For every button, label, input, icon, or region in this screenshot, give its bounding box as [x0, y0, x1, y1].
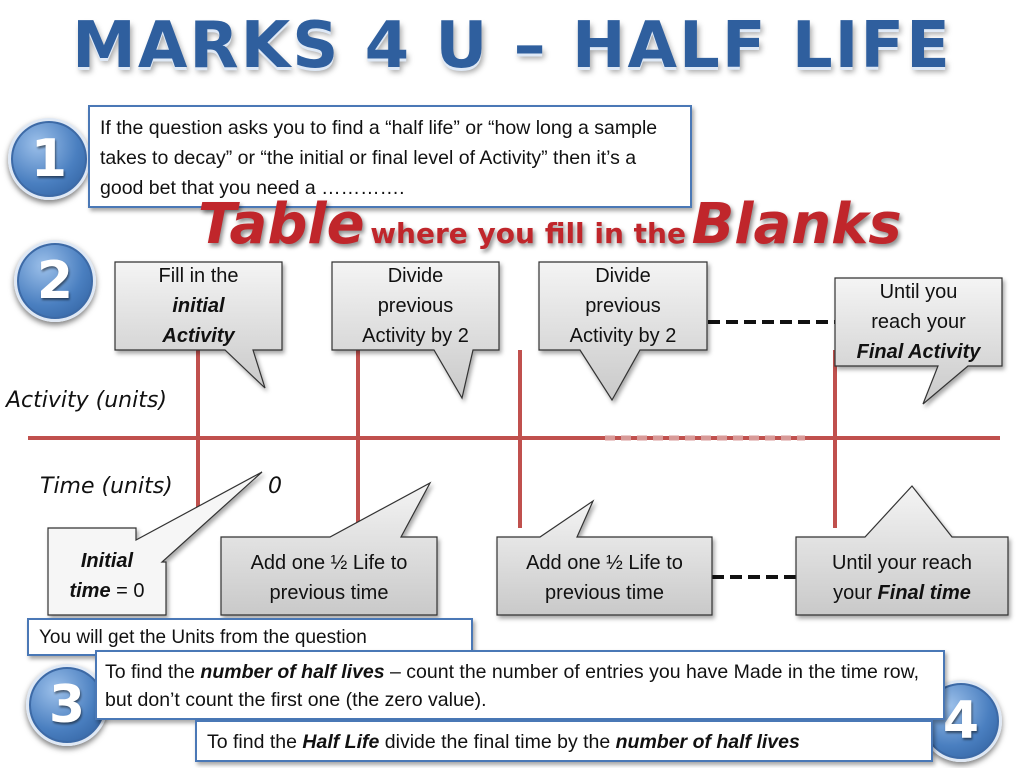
step-3-badge: 3: [26, 664, 108, 746]
step-4-text-box: To find the Half Life divide the final t…: [195, 720, 933, 762]
step-3-bold: number of half lives: [200, 661, 385, 683]
heading-word-blanks: Blanks: [691, 192, 902, 257]
callout-divide1-shape: [331, 261, 500, 400]
step-3-post: – count the number of entries you have M…: [105, 661, 919, 711]
callout-final-activity: Until you reach your Final Activity: [835, 278, 1002, 366]
callout-final-time-shape: [795, 485, 1009, 616]
heading-word-table: Table: [198, 192, 365, 257]
step-1-text: If the question asks you to find a “half…: [100, 117, 658, 199]
callout-initial-time-bold: Initial: [80, 550, 134, 572]
step-4-mid: divide the final time by the: [379, 731, 616, 753]
heading-middle: where you fill in the: [370, 217, 686, 250]
step-4-bold2: number of half lives: [615, 731, 800, 753]
callout-initial-line3: Activity: [162, 325, 235, 347]
callout-final-line1: Until you: [879, 281, 958, 303]
time-axis-label: Time (units): [40, 474, 173, 499]
callout-divide1-line1: Divide: [387, 265, 444, 287]
callout-divide2-line1: Divide: [595, 265, 651, 287]
callout-divide2-shape: [538, 261, 708, 402]
callout-divide2-line3: Activity by 2: [569, 325, 677, 347]
callout-add-half-life-2: Add one ½ Life to previous time: [497, 545, 712, 611]
callout-initial-shape: [114, 261, 283, 389]
callout-add2-line2: previous time: [545, 582, 664, 604]
callout-divide-2: Divide previous Activity by 2: [539, 262, 707, 350]
callout-add1-shape: [220, 481, 438, 616]
activity-axis-label: Activity (units): [6, 388, 167, 413]
time-zero-value: 0: [268, 474, 282, 499]
page-title: MARKS 4 U – HALF LIFE: [72, 9, 952, 83]
step-1-text-box: If the question asks you to find a “half…: [88, 105, 692, 208]
step-1-badge: 1: [8, 118, 90, 200]
callout-initial-time-shape: [47, 471, 263, 616]
callout-final-line3: Final Activity: [856, 341, 981, 363]
callout-divide-1: Divide previous Activity by 2: [332, 262, 499, 350]
callout-initial-activity: Fill in the initial Activity: [115, 262, 282, 350]
callout-initial-time: Initial time = 0: [48, 540, 166, 612]
callout-initial-line2: initial: [172, 295, 225, 317]
callout-final-time-line1: Until your reach: [831, 552, 973, 574]
callout-initial-line1: Fill in the: [158, 265, 239, 287]
step-4-pre: To find the: [207, 731, 303, 753]
callout-initial-time-bold2: time: [69, 580, 111, 602]
step-2-badge: 2: [14, 240, 96, 322]
callout-final-time-bold: Final time: [877, 582, 971, 604]
step-3-text-box: To find the number of half lives – count…: [95, 650, 945, 720]
callout-add-half-life-1: Add one ½ Life to previous time: [221, 545, 437, 611]
table-heading: Table where you fill in the Blanks: [198, 192, 978, 264]
callout-add2-line1: Add one ½ Life to: [526, 552, 683, 574]
callout-initial-time-rest: = 0: [110, 580, 145, 602]
callout-final-time: Until your reach your Final time: [796, 545, 1008, 611]
callout-divide1-line3: Activity by 2: [362, 325, 469, 347]
callout-divide1-line2: previous: [377, 295, 454, 317]
units-note-text: You will get the Units from the question: [39, 627, 367, 648]
callout-final-time-pre: your: [833, 582, 878, 604]
callout-final-line2: reach your: [871, 311, 966, 333]
callout-add2-shape: [496, 499, 713, 616]
callout-final-shape: [834, 277, 1003, 405]
callout-add1-line1: Add one ½ Life to: [250, 552, 408, 574]
units-note-box: You will get the Units from the question: [27, 618, 473, 656]
step-3-pre: To find the: [105, 661, 201, 683]
step-4-bold1: Half Life: [302, 731, 380, 753]
callout-divide2-line2: previous: [585, 295, 661, 317]
callout-add1-line2: previous time: [269, 582, 389, 604]
